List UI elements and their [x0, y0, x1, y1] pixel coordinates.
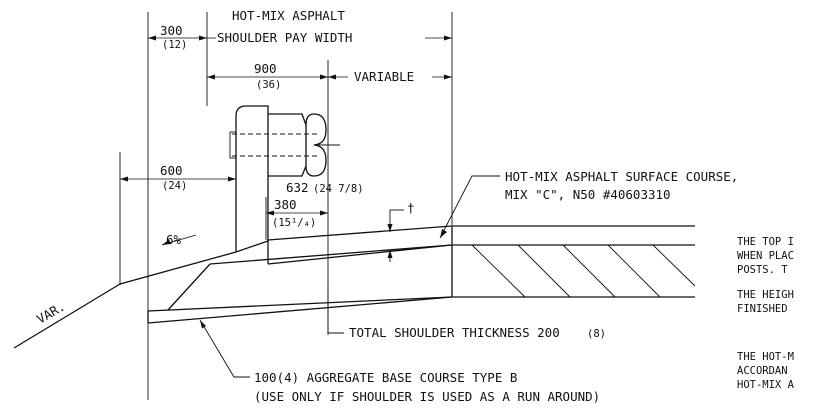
note-line: POSTS. T	[737, 264, 788, 276]
label-900: 900	[254, 61, 277, 76]
label-300: 300	[160, 23, 183, 38]
label-dagger: †	[407, 200, 415, 215]
base-wedge-slope	[167, 263, 211, 311]
blockout	[268, 113, 307, 177]
label-base-1: 100(4) AGGREGATE BASE COURSE TYPE B	[254, 370, 517, 385]
base-leader	[199, 319, 250, 378]
arrow-600-left	[120, 176, 128, 182]
slope-arrow-head	[162, 239, 171, 245]
label-600-in: (24)	[162, 180, 187, 192]
surface-top	[267, 225, 453, 241]
total-thickness-leader	[327, 282, 344, 334]
thickness-arrow-bottom	[387, 250, 393, 258]
label-base-2: (USE ONLY IF SHOULDER IS USED AS A RUN A…	[254, 389, 600, 404]
surface-leader-arrow	[440, 229, 447, 238]
arrow-pay-width-right	[444, 35, 452, 41]
arrow-380-right	[320, 210, 328, 216]
label-var: VAR.	[34, 299, 68, 327]
note-line: THE TOP I	[737, 236, 794, 248]
foreslope-top	[119, 251, 237, 285]
label-632-in: (24 7/8)	[313, 183, 364, 195]
arrow-variable-right	[444, 74, 452, 80]
surface-leader	[439, 175, 500, 239]
label-380-in: (15¹/₄)	[272, 217, 316, 229]
note-line: ACCORDAN	[737, 365, 788, 377]
label-pay-width-2: SHOULDER PAY WIDTH	[217, 30, 352, 45]
w-beam-rail	[305, 113, 327, 177]
note-line: HOT-MIX A	[737, 379, 795, 391]
label-total-thickness-in: (8)	[587, 328, 606, 340]
label-900-in: (36)	[256, 79, 281, 91]
arrow-300-left	[148, 35, 156, 41]
label-variable: VARIABLE	[354, 69, 414, 84]
base-leader-arrow	[200, 320, 206, 329]
arrow-300-right	[199, 35, 207, 41]
arrow-variable-left	[328, 74, 336, 80]
label-surface-1: HOT-MIX ASPHALT SURFACE COURSE,	[505, 169, 738, 184]
shoulder-base-top	[209, 244, 453, 265]
arrow-900-right	[320, 74, 328, 80]
label-slope: 6%	[166, 232, 182, 247]
label-380: 380	[274, 197, 297, 212]
label-pay-width-1: HOT-MIX ASPHALT	[232, 8, 345, 23]
notes-block: THE TOP I WHEN PLAC POSTS. T THE HEIGH F…	[737, 236, 795, 391]
arrow-380-left	[266, 210, 274, 216]
thickness-arrow-top	[387, 224, 393, 232]
guardrail-post	[235, 105, 269, 253]
aggregate-base-top	[147, 296, 453, 312]
label-600: 600	[160, 163, 183, 178]
note-line: THE HOT-M	[737, 351, 794, 363]
label-632: 632	[286, 180, 309, 195]
note-line: WHEN PLAC	[737, 250, 794, 262]
label-total-thickness: TOTAL SHOULDER THICKNESS 200	[349, 325, 560, 340]
aggregate-base-bottom	[147, 296, 453, 324]
label-300-in: (12)	[162, 39, 187, 51]
note-line: THE HEIGH	[737, 289, 794, 301]
pavement-hatch	[471, 244, 696, 298]
label-surface-2: MIX "C", N50 #40603310	[505, 187, 671, 202]
surface-bottom	[267, 244, 453, 265]
arrow-600-right	[228, 176, 236, 182]
embankment-slope	[13, 283, 121, 349]
arrow-900-left	[207, 74, 215, 80]
note-line: FINISHED	[737, 303, 788, 315]
